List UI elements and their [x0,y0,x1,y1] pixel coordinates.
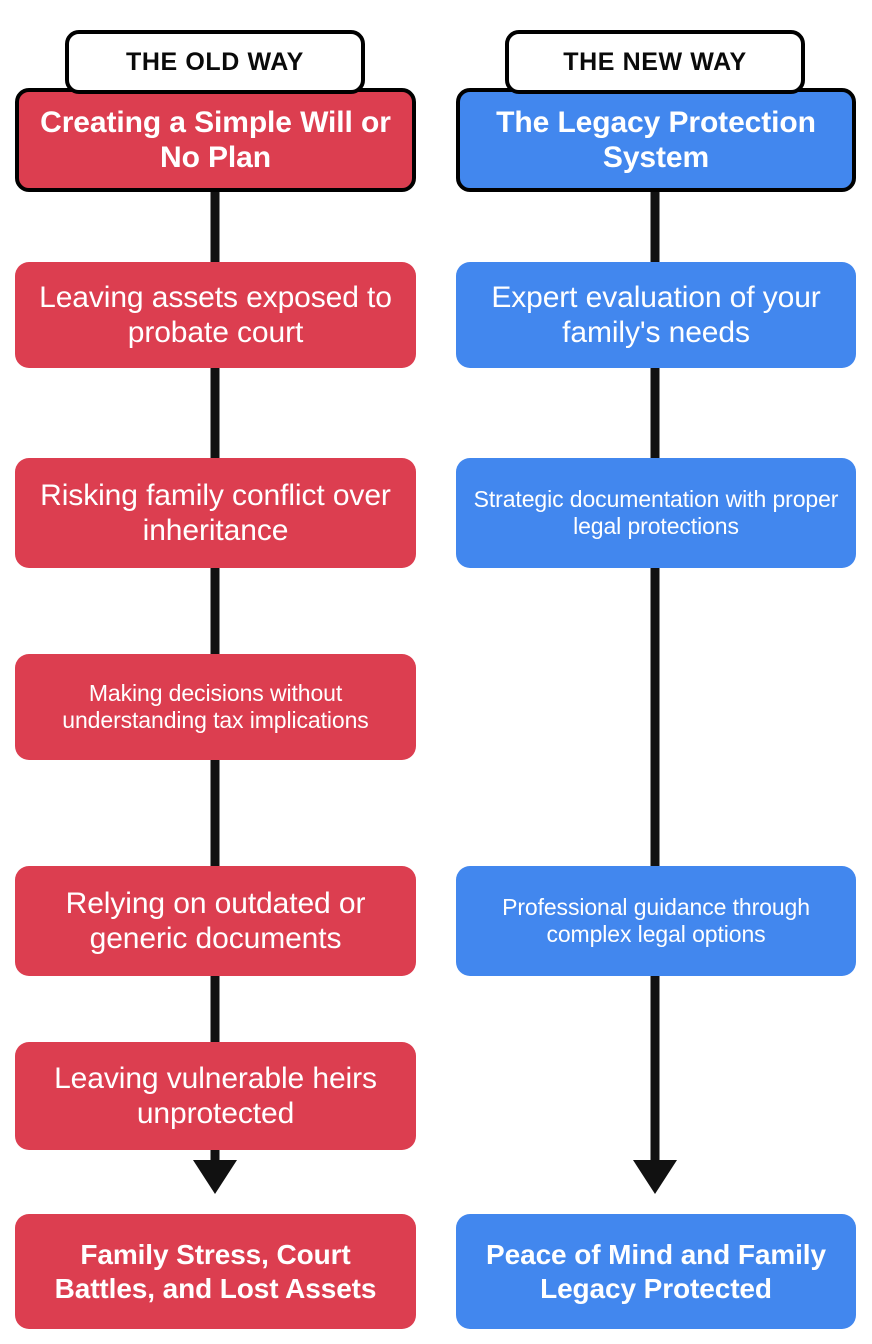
flow-box-old-4-label: Making decisions without understanding t… [62,679,369,733]
flow-box-old-outcome-label: Family Stress, Court Battles, and Lost A… [54,1239,377,1304]
flow-box-new-2[interactable]: Expert evaluation of your family's needs [456,262,856,368]
column-new-way: The Legacy Protection System Expert eval… [436,0,872,1344]
header-pill-old-way-label: THE OLD WAY [126,47,304,76]
flow-box-new-4-label: Professional guidance through complex le… [502,893,810,947]
flow-box-old-3-label: Risking family conflict over inheritance [40,478,391,547]
flow-box-new-3-label: Strategic documentation with proper lega… [473,485,839,539]
column-old-way: Creating a Simple Will or No Plan Leavin… [15,30,416,1329]
flow-box-old-5-label: Relying on outdated or generic documents [65,886,366,955]
header-pill-old-way: THE OLD WAY [65,30,365,94]
header-pill-new-way-label: THE NEW WAY [563,47,747,76]
flow-box-old-1-label: Creating a Simple Will or No Plan [40,105,391,174]
flow-box-old-6-label: Leaving vulnerable heirs unprotected [54,1061,377,1130]
flow-box-new-4[interactable]: Professional guidance through complex le… [456,866,856,976]
flow-box-old-outcome[interactable]: Family Stress, Court Battles, and Lost A… [15,1214,416,1329]
flow-box-old-5[interactable]: Relying on outdated or generic documents [15,866,416,976]
flow-box-new-2-label: Expert evaluation of your family's needs [491,280,821,349]
flow-box-new-outcome-label: Peace of Mind and Family Legacy Protecte… [486,1239,826,1304]
flow-box-old-1[interactable]: Creating a Simple Will or No Plan [15,88,416,192]
flow-box-old-3[interactable]: Risking family conflict over inheritance [15,458,416,568]
flow-box-new-3[interactable]: Strategic documentation with proper lega… [456,458,856,568]
flow-box-old-2[interactable]: Leaving assets exposed to probate court [15,262,416,368]
flow-box-old-4[interactable]: Making decisions without understanding t… [15,654,416,760]
header-pill-new-way: THE NEW WAY [505,30,805,94]
flow-box-new-1-label: The Legacy Protection System [496,105,816,174]
flow-box-new-outcome[interactable]: Peace of Mind and Family Legacy Protecte… [456,1214,856,1329]
flow-box-old-2-label: Leaving assets exposed to probate court [39,280,392,349]
flow-box-new-1[interactable]: The Legacy Protection System [456,88,856,192]
flow-box-old-6[interactable]: Leaving vulnerable heirs unprotected [15,1042,416,1150]
